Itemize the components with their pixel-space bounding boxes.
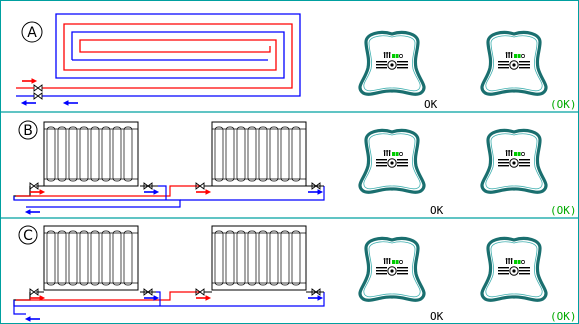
supply-arrow-icon [29,189,45,195]
radiator-icon [43,225,139,291]
section-c-status-ok-paren: (OK) [550,310,577,323]
section-a: A OK (OK) [16,13,577,111]
return-arrow-icon [63,100,79,106]
section-a-status-ok-paren: (OK) [550,98,577,111]
section-b-status-ok-paren: (OK) [550,204,577,217]
return-arrow-icon [25,209,41,215]
floor-heating-loop [42,13,301,97]
section-a-badge [21,21,43,43]
radiator-icon [43,121,139,187]
thermostat-icon [480,128,548,194]
return-arrow-icon [21,100,37,106]
radiator-icon [211,121,307,187]
section-a-status-ok: OK [424,98,438,111]
thermostat-icon [358,30,426,96]
supply-arrow-icon [195,295,211,301]
section-a-label: A [27,25,37,41]
thermostat-icon [358,236,426,302]
thermostat-icon [480,30,548,96]
section-b-label: B [23,123,33,139]
return-arrow-icon [25,316,41,322]
radiator-icon [211,225,307,291]
return-arrow-icon [307,189,323,195]
section-c-status-ok: OK [430,310,444,323]
section-b: B OK (OK) [13,120,577,217]
section-b-badge [18,120,38,140]
section-b-status-ok: OK [430,204,444,217]
supply-valve-icon [33,84,43,92]
section-c: C OK (OK) [13,225,577,323]
thermostat-icon [480,236,548,302]
thermostat-icon [358,128,426,194]
section-c-badge [18,225,38,245]
supply-arrow-icon [195,189,211,195]
section-c-label: C [23,228,33,244]
return-valve-icon [33,92,43,100]
return-arrow-icon [143,189,159,195]
return-arrow-icon [307,295,323,301]
supply-arrow-icon [21,78,37,84]
